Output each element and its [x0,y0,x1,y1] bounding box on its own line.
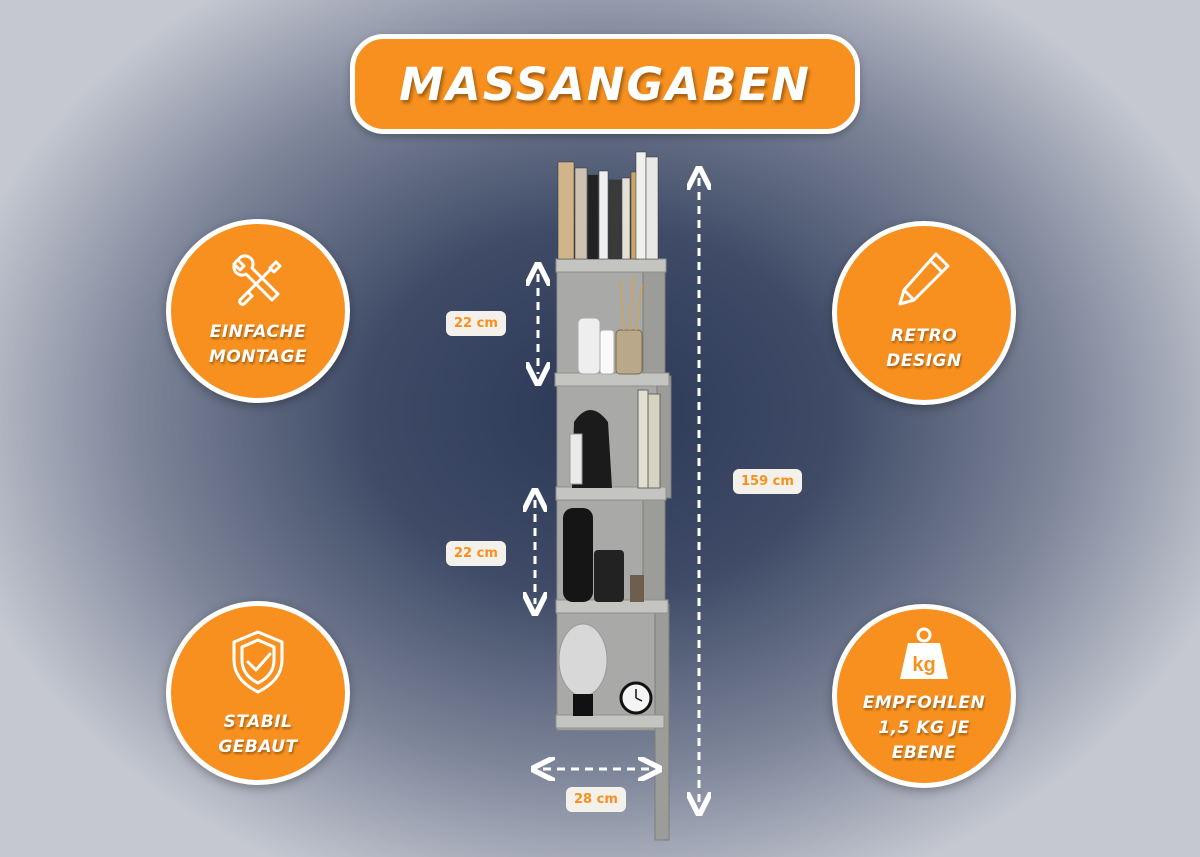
diffuser-and-bottles [577,275,643,375]
dimension-label-total-height: 159 cm [733,469,802,494]
feature-badge-assembly: EINFACHE MONTAGE [166,219,350,403]
lamp-and-clock [558,623,653,716]
feature-label-line1: STABIL [223,712,293,732]
feature-label-line1: RETRO [890,326,958,346]
feature-label-line1: EMPFOHLEN [862,693,986,713]
feature-badge-design: RETRO DESIGN [832,221,1016,405]
weight-kg-icon: kg [900,627,948,679]
dimension-arrows [535,178,699,804]
feature-badge-stability: STABIL GEBAUT [166,601,350,785]
shield-check-icon [232,630,284,694]
feature-label-line1: EINFACHE [209,322,307,342]
dimension-label-shelf-middle: 22 cm [446,541,506,566]
title-banner: MASSANGABEN [350,34,860,134]
page-title: MASSANGABEN [399,57,811,111]
feature-label-line2: DESIGN [886,351,962,371]
black-vases [563,508,644,602]
feature-label-line2: GEBAUT [218,737,298,757]
shelf-side-board [642,261,672,841]
shelf-boards [554,258,670,729]
tools-icon [232,254,282,306]
pencil-icon [898,252,950,306]
dimension-label-shelf-top: 22 cm [446,311,506,336]
dimension-label-depth: 28 cm [566,787,626,812]
weight-icon-text: kg [912,654,935,676]
feature-label-line2: 1,5 KG JE [878,718,970,738]
lamp-vase-books [569,389,661,489]
feature-badge-load: kg EMPFOHLEN 1,5 KG JE EBENE [832,604,1016,788]
books [557,151,659,260]
feature-label-line3: EBENE [891,743,957,763]
feature-label-line2: MONTAGE [208,347,308,367]
